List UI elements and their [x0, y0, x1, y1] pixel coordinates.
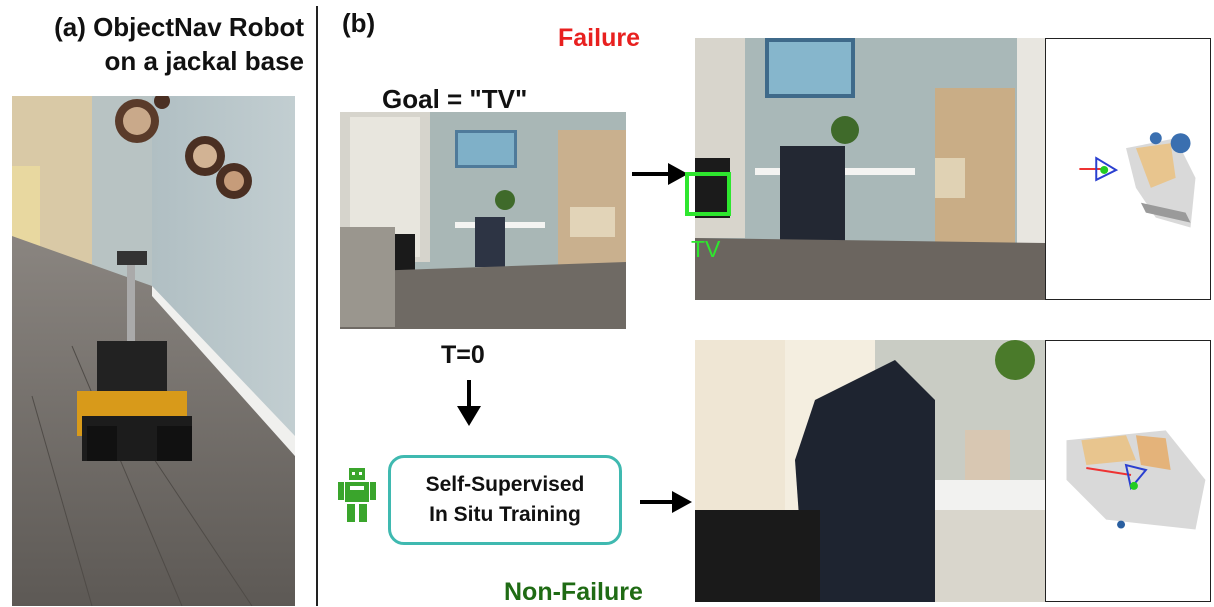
robot-hallway-photo	[12, 96, 295, 606]
panel-a-title-line1: (a) ObjectNav Robot	[54, 12, 304, 42]
non-failure-observation-photo	[695, 340, 1045, 602]
goal-text: Goal = "TV"	[382, 84, 528, 114]
panel-a-title-line2: on a jackal base	[104, 46, 304, 76]
arrow-down-icon	[457, 380, 481, 426]
room-observation-photo	[340, 112, 626, 329]
arrow-right-icon	[640, 491, 692, 513]
non-failure-map	[1045, 340, 1211, 602]
panel-b-label: (b)	[342, 8, 376, 38]
arrow-right-icon	[632, 163, 688, 185]
failure-label: Failure	[558, 24, 640, 52]
self-supervised-training-box: Self-Supervised In Situ Training	[388, 455, 622, 545]
robot-icon	[338, 468, 376, 522]
tv-detection-label: TV	[691, 236, 721, 262]
time-step-label: T=0	[441, 341, 485, 369]
training-line1: Self-Supervised	[425, 473, 585, 496]
panel-a-title: (a) ObjectNav Robot on a jackal base	[4, 10, 304, 78]
non-failure-label: Non-Failure	[504, 578, 643, 606]
panel-divider	[316, 6, 318, 606]
failure-observation-photo	[695, 38, 1045, 300]
failure-map	[1045, 38, 1211, 300]
tv-detection-box	[685, 172, 731, 216]
training-line2: In Situ Training	[429, 503, 581, 526]
